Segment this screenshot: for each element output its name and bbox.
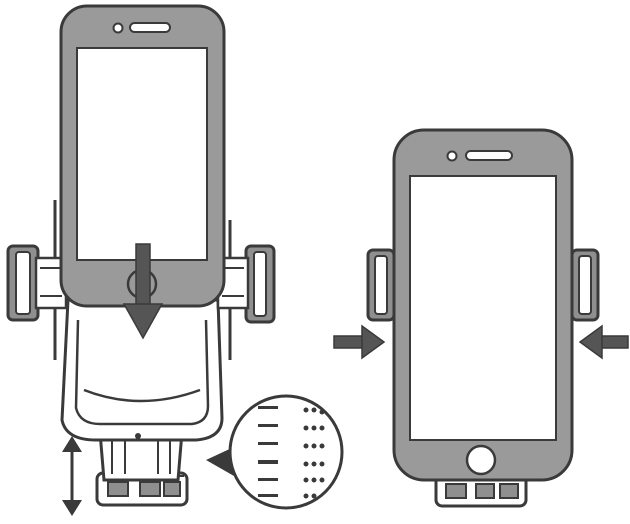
phone-right [392,128,574,482]
camera-icon [446,150,458,162]
right-phone-right-clamp [570,248,600,322]
home-button-icon [465,444,497,476]
right-phone-left-clamp [366,248,396,322]
speaker-icon [465,150,513,161]
mount-base-right [434,474,528,508]
magnifier-callout-icon [206,394,344,510]
double-arrow-vertical-icon [62,436,82,516]
arrow-right-icon [333,324,386,360]
speaker-icon [129,22,171,33]
left-clamp-arm [6,244,68,322]
left-assembly [6,4,344,516]
arrow-left-icon [578,324,629,360]
cradle-body [53,200,232,442]
ratchet-marks [258,406,325,499]
camera-icon [112,22,124,34]
arrow-down-icon [122,243,164,340]
right-assembly [333,128,629,508]
right-clamp-arm [216,244,276,324]
